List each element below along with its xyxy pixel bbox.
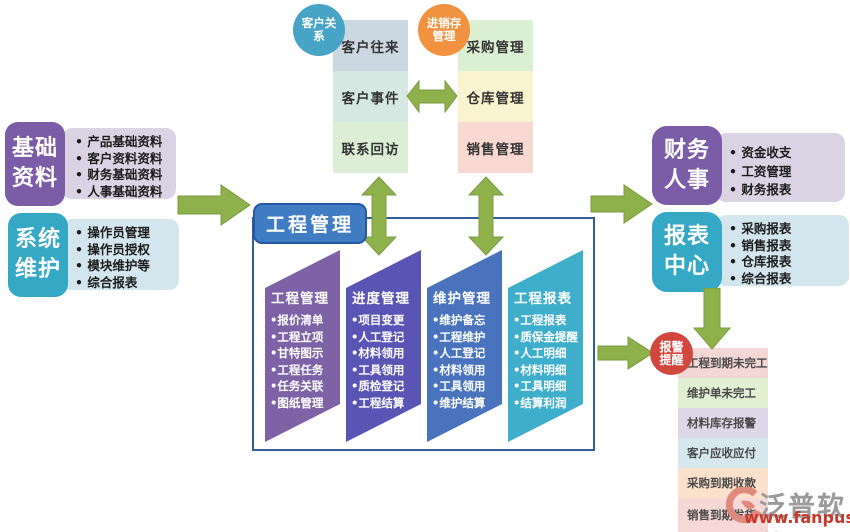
double-arrow-vertical-icon (468, 176, 504, 256)
alert-circle-badge: 报警 提醒 (650, 332, 693, 375)
badge-line: 客户关 (301, 16, 337, 30)
system-maintenance-list: 操作员管理 操作员授权 模块维护等 综合报表 (62, 219, 179, 290)
basic-data-list: 产品基础资料 客户资料资料 财务基础资料 人事基础资料 (62, 128, 176, 199)
title-line: 系统 (14, 227, 61, 252)
arrow-reports-to-alerts-icon (693, 288, 731, 350)
alert-row-maintenance-unfinished: 维护单未完工 (678, 378, 768, 408)
system-maintenance-title: 系统 维护 (8, 213, 68, 297)
list-item: 采购报表 (729, 221, 845, 238)
column-heading: 进度管理 (352, 291, 410, 307)
list-item: 模块维护等 (75, 258, 175, 275)
list-item: 人事基础资料 (75, 184, 172, 201)
arrow-center-to-right-icon (590, 184, 653, 224)
crm-cell-customer-events: 客户事件 (333, 71, 408, 122)
list-item: 综合报表 (75, 275, 175, 292)
list-item: 维护备忘 (432, 312, 501, 329)
title-line: 维护 (14, 257, 61, 282)
list-item: 结算利润 (513, 395, 582, 412)
title-line: 中心 (663, 254, 710, 279)
list-item: 仓库报表 (729, 254, 845, 271)
crm-cell-follow-up: 联系回访 (333, 122, 408, 173)
column-project-management: 工程管理 报价清单 工程立项 甘特图示 工程任务 任务关联 图纸管理 (265, 250, 340, 442)
column-maintenance-management: 维护管理 维护备忘 工程维护 人工登记 材料领用 工具领用 维护结算 (427, 250, 502, 442)
badge-line: 系 (313, 29, 325, 43)
column-progress-management: 进度管理 项目变更 人工登记 材料领用 工具领用 质检登记 工程结算 (346, 250, 421, 442)
list-item: 材料明细 (513, 362, 582, 379)
list-item: 操作员授权 (75, 242, 175, 259)
finance-hr-title: 财务 人事 (652, 126, 722, 205)
list-item: 资金收支 (729, 144, 841, 163)
report-center-title: 报表 中心 (652, 212, 722, 292)
column-heading: 工程管理 (271, 291, 329, 307)
column-heading: 维护管理 (433, 291, 491, 307)
project-management-title: 工程管理 (253, 203, 367, 244)
inventory-cell-sales: 销售管理 (458, 122, 533, 173)
title-line: 财务 (663, 137, 710, 163)
list-item: 甘特图示 (270, 345, 339, 362)
alert-row-receivable-payable: 客户应收应付 (678, 438, 768, 468)
column-heading: 工程报表 (514, 291, 572, 307)
badge-line: 进销存 (426, 16, 462, 30)
finance-hr-list: 资金收支 工资管理 财务报表 (716, 133, 845, 202)
list-item: 产品基础资料 (75, 134, 172, 151)
list-item: 质检登记 (351, 378, 420, 395)
list-item: 报价清单 (270, 312, 339, 329)
list-item: 工程报表 (513, 312, 582, 329)
list-item: 维护结算 (432, 395, 501, 412)
list-item: 人工明细 (513, 345, 582, 362)
title-line: 报表 (663, 224, 710, 249)
alert-row-material-stock: 材料库存报警 (678, 408, 768, 438)
double-arrow-horizontal-icon (406, 80, 458, 113)
list-item: 图纸管理 (270, 395, 339, 412)
list-item: 人工登记 (351, 329, 420, 346)
list-item: 材料领用 (351, 345, 420, 362)
report-center-list: 采购报表 销售报表 仓库报表 综合报表 (716, 215, 849, 286)
list-item: 质保金提醒 (513, 329, 582, 346)
alert-row-project-overdue: 工程到期未完工 (678, 348, 768, 378)
list-item: 材料领用 (432, 362, 501, 379)
badge-line: 报警 (659, 339, 684, 354)
arrow-left-to-center-icon (177, 184, 251, 226)
double-arrow-vertical-icon (361, 176, 397, 256)
arrow-center-to-alerts-icon (597, 336, 654, 370)
list-item: 工资管理 (729, 163, 841, 182)
list-item: 人工登记 (432, 345, 501, 362)
title-line: 基础 (11, 136, 58, 161)
basic-data-title: 基础 资料 (5, 122, 65, 206)
inventory-cell-purchase: 采购管理 (458, 20, 533, 71)
crm-circle-badge: 客户关 系 (293, 4, 345, 56)
crm-cell-customer-contacts: 客户往来 (333, 20, 408, 71)
list-item: 财务基础资料 (75, 167, 172, 184)
list-item: 财务报表 (729, 181, 841, 200)
inventory-cell-warehouse: 仓库管理 (458, 71, 533, 122)
list-item: 项目变更 (351, 312, 420, 329)
title-line: 资料 (11, 166, 58, 191)
column-project-reports: 工程报表 工程报表 质保金提醒 人工明细 材料明细 工具明细 结算利润 (508, 250, 583, 442)
list-item: 工程任务 (270, 362, 339, 379)
list-item: 销售报表 (729, 238, 845, 255)
list-item: 任务关联 (270, 378, 339, 395)
list-item: 操作员管理 (75, 225, 175, 242)
list-item: 客户资料资料 (75, 151, 172, 168)
list-item: 工程结算 (351, 395, 420, 412)
watermark-url[interactable]: www.fanpusoft.com (744, 508, 850, 527)
inventory-circle-badge: 进销存 管理 (418, 4, 470, 56)
title-line: 人事 (663, 167, 710, 193)
list-item: 工程立项 (270, 329, 339, 346)
list-item: 工具领用 (351, 362, 420, 379)
list-item: 工具领用 (432, 378, 501, 395)
list-item: 工程维护 (432, 329, 501, 346)
fanpu-logo-icon (725, 487, 761, 524)
list-item: 综合报表 (729, 271, 845, 288)
list-item: 工具明细 (513, 378, 582, 395)
badge-line: 管理 (432, 29, 456, 43)
badge-line: 提醒 (659, 352, 684, 367)
